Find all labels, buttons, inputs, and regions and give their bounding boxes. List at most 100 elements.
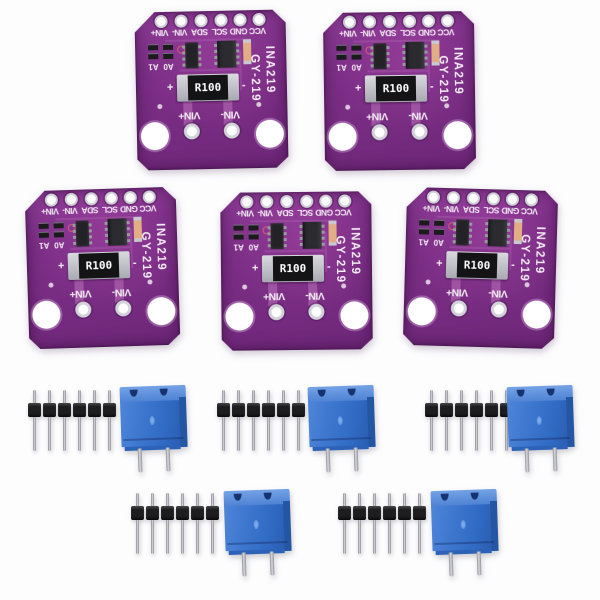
header-through-hole (338, 194, 351, 207)
pin-header-3 (424, 389, 514, 453)
solder-pad (148, 44, 158, 50)
bottom-label-vin-minus: VIN- (408, 109, 428, 122)
header-insulator-block (291, 403, 306, 417)
address-jumper-a1 (148, 44, 158, 59)
terminal-block-3 (506, 384, 576, 473)
bottom-label-vin-plus: VIN+ (446, 286, 469, 299)
screw-slot (159, 388, 168, 396)
header-pin (504, 390, 509, 451)
shunt-resistor: R100 (177, 73, 240, 101)
address-jumper-a0 (163, 44, 173, 59)
vin-plus-through-hole (268, 304, 284, 320)
jumper-label-a0: A0 (163, 61, 174, 72)
jumper-label-a1: A1 (233, 242, 244, 252)
terminal-pin (353, 447, 359, 472)
bottom-label-vin-plus: VIN+ (366, 110, 389, 123)
minus-sign: - (429, 80, 434, 93)
solder-pad (419, 228, 429, 234)
header-pin (474, 390, 479, 451)
header-pin (281, 390, 286, 451)
terminal-side-face (178, 396, 188, 448)
header-insulator-block (102, 403, 117, 417)
chip-name-text: INA219 (263, 45, 277, 94)
header-insulator-block (246, 403, 261, 417)
chip-name-text: INA219 (153, 222, 168, 272)
header-pin (62, 390, 67, 451)
vin-minus-through-hole (308, 304, 324, 320)
screw-slot (317, 389, 326, 397)
minus-sign: - (132, 256, 137, 270)
ina219-ic-chip (488, 219, 508, 247)
header-insulator-block (454, 403, 469, 417)
header-pin (417, 493, 422, 554)
terminal-pin (448, 552, 454, 577)
header-pin (77, 390, 82, 451)
address-jumper-a1 (419, 219, 429, 234)
resistor-network (270, 223, 283, 249)
terminal-base (312, 445, 369, 452)
plus-sign: + (354, 82, 362, 95)
header-through-hole (260, 195, 273, 208)
ina219-ic-chip (217, 40, 237, 67)
shunt-resistor-label: R100 (382, 81, 410, 96)
solder-pad (351, 45, 361, 51)
shunt-resistor-label: R100 (85, 258, 113, 273)
terminal-pin (137, 448, 143, 473)
bottom-label-vin-minus: VIN- (112, 286, 132, 299)
jumper-label-a0: A0 (433, 237, 444, 247)
board-model-text: GY-219 (436, 55, 450, 104)
solder-pad (234, 225, 244, 231)
shunt-resistor: R100 (365, 75, 427, 103)
solder-pad (336, 54, 346, 60)
screw-slot (440, 493, 449, 501)
pin-label-vcc: VCC (437, 27, 455, 38)
plus-sign: + (166, 81, 174, 94)
header-pin (387, 493, 392, 554)
terminal-block-4 (223, 488, 293, 577)
header-insulator-block (145, 506, 160, 520)
fiducial-dot (345, 105, 350, 110)
pin-label-vcc: VCC (139, 203, 157, 214)
header-pin (444, 390, 449, 451)
mold-mark (337, 415, 343, 426)
screw-slot (233, 493, 242, 501)
solder-pad (336, 45, 346, 51)
terminal-block-1 (119, 384, 189, 473)
resistor-network (456, 219, 470, 245)
header-through-hole (383, 15, 396, 28)
address-jumper-a1 (39, 223, 49, 238)
pin-label-vcc: VCC (249, 25, 267, 37)
jumper-label-a0: A0 (54, 240, 65, 250)
header-insulator-block (160, 506, 175, 520)
solder-pad (148, 53, 158, 59)
shunt-resistor: R100 (68, 251, 131, 280)
header-pin (32, 390, 37, 451)
header-through-hole (343, 16, 356, 29)
header-pin (210, 493, 215, 554)
address-jumper-a1 (336, 45, 346, 60)
header-insulator-block (276, 403, 291, 417)
solder-pad (434, 229, 444, 235)
header-insulator-block (231, 403, 246, 417)
solder-pad (39, 223, 49, 229)
header-pin (342, 493, 347, 554)
header-pin (135, 493, 140, 554)
header-pin (251, 390, 256, 451)
header-pin (296, 390, 301, 451)
header-through-hole (403, 15, 416, 28)
header-insulator-block (130, 506, 145, 520)
terminal-base (511, 445, 568, 452)
pin-header-1 (27, 389, 117, 453)
screw-slot (263, 492, 272, 500)
terminal-base (435, 549, 492, 556)
header-insulator-block (424, 403, 439, 417)
terminal-side-face (489, 500, 499, 552)
resistor-network (373, 43, 386, 69)
pcb-substrate: VIN+ VIN- SDA SCL GND VCC A1 A0 INA219 G… (134, 9, 288, 170)
header-insulator-block (367, 506, 382, 520)
fiducial-dot (242, 285, 247, 290)
pin-header-4 (130, 492, 220, 556)
jumper-label-a0: A0 (248, 242, 259, 252)
solder-pad (249, 224, 259, 230)
